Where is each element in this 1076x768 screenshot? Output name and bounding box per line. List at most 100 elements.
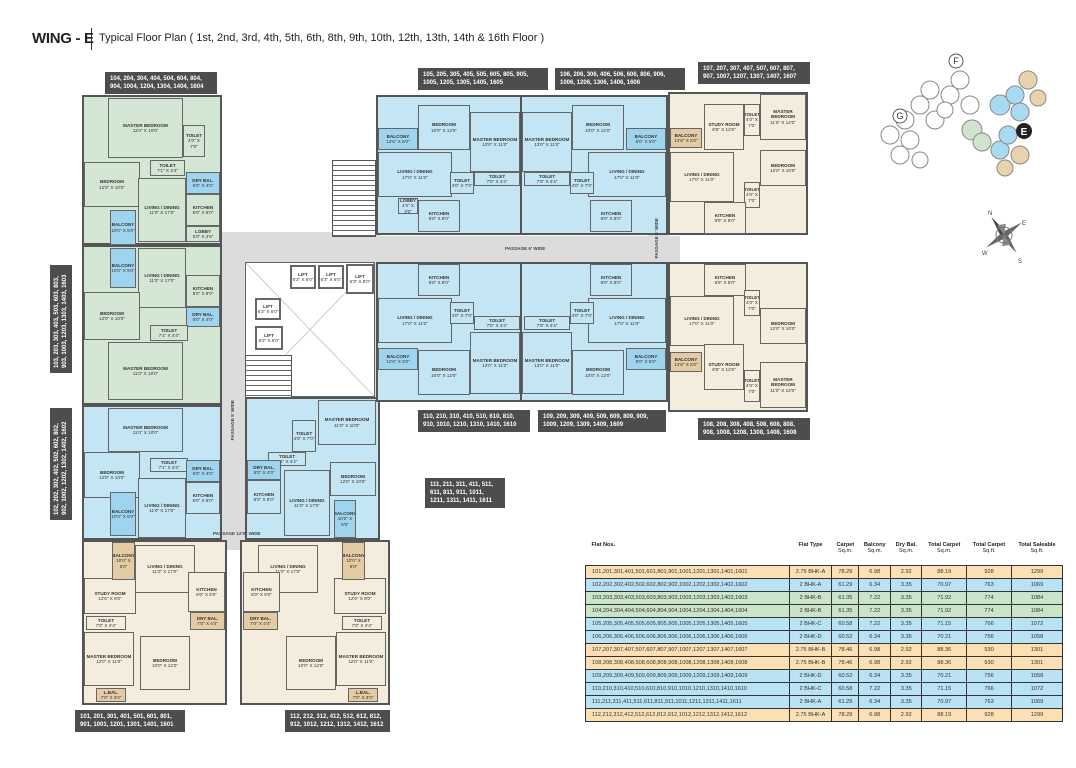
room-name: Toilet	[573, 177, 591, 183]
room-name: Toilet	[97, 617, 115, 623]
room-balcony: Balcony10'0" X 5'0"	[110, 248, 136, 288]
room-bedroom: Bedroom12'0" X 10'0"	[760, 150, 806, 186]
room-size: 8'0" X 8'0"	[192, 210, 214, 215]
room-size: 5'0" X 4'6"	[192, 234, 214, 239]
room-size: 10'0" X 12'0"	[585, 372, 611, 378]
room-dry-bal: Dry Bal.7'0" X 4'4"	[190, 612, 225, 630]
cell-total-sqm: 71.15	[921, 682, 968, 696]
room-balcony: Balcony12'6" X 5'0"	[378, 348, 418, 370]
flat-label-102: 102, 202, 302, 402, 502, 602, 802, 902, …	[50, 408, 72, 520]
room-master-bedroom: Master Bedroom11'0" X 10'0"	[318, 400, 376, 445]
room-name: Toilet	[160, 327, 178, 333]
room-master-bedroom: Master Bedroom11'0" X 12'0"	[760, 362, 806, 408]
room-toilet: Toilet7'0" X 4'4"	[524, 172, 570, 186]
room-name: Balcony	[112, 552, 135, 558]
room-living-dining: Living / Dining11'0" X 17'0"	[284, 470, 330, 536]
room-name: Master Bedroom	[324, 417, 370, 422]
column-header-unit: Sq.ft.	[982, 548, 996, 554]
room-name: Toilet	[573, 307, 591, 313]
room-size: 10'0" X 5'0"	[337, 516, 353, 527]
room-size: 12'0" X 10'0"	[340, 479, 366, 484]
room-name: Master Bedroom	[472, 357, 518, 363]
room-toilet: Toilet4'0" X 7'0"	[744, 370, 760, 402]
room-bedroom: Bedroom10'0" X 12'0"	[572, 350, 624, 395]
passage-f-label: PASSAGE 5' WIDE	[230, 400, 235, 441]
room-name: Balcony	[334, 510, 356, 516]
room-name: Bedroom	[100, 179, 124, 184]
room-size: 12'0" X 10'0"	[99, 184, 125, 190]
flat-label-105: 105, 205, 305, 405, 505, 605, 805, 905, …	[418, 68, 548, 90]
room-name: Toilet	[160, 459, 178, 465]
room-name: Toilet	[488, 173, 506, 179]
cell-flats: 107,207,307,407,507,607,807,907,1007,120…	[585, 643, 790, 657]
column-header-label: Total Saleable	[1018, 542, 1056, 548]
lift: Lift6'3" X 8'0"	[346, 264, 374, 294]
staircase-top	[332, 160, 376, 237]
room-name: Lobby	[194, 228, 212, 234]
wing-title: WING - E	[32, 30, 94, 47]
room-name: Bedroom	[432, 367, 456, 372]
room-toilet: Toilet7'1" X 4'4"	[150, 160, 185, 176]
room-master-bedroom: Master Bedroom13'0" X 11'0"	[470, 332, 520, 394]
cell-carpet: 60.58	[831, 617, 860, 631]
room-name: Dry Bal.	[192, 177, 214, 183]
cell-balcony: 6.34	[858, 669, 892, 683]
room-name: Master Bedroom	[123, 424, 168, 430]
room-name: Bedroom	[586, 367, 610, 372]
cell-flats: 102,202,302,402,502,602,802,902,1002,120…	[585, 578, 790, 592]
room-name: Toilet	[538, 317, 556, 323]
lift-size: 6'3" X 6'0"	[292, 277, 314, 282]
passage-e-label: PASSAGE 6' WIDE	[505, 246, 546, 251]
room-size: 8'0" X 5'0"	[635, 139, 657, 144]
room-size: 12'0" X 10'0"	[99, 316, 125, 321]
cell-total-sqft: 756	[966, 630, 1012, 644]
cell-total-sqm: 70.21	[921, 630, 968, 644]
room-size: 10'0" X 12'0"	[431, 127, 457, 133]
room-size: 12'6" X 5'0"	[386, 359, 410, 364]
room-name: Study Room	[94, 590, 126, 596]
room-toilet: Toilet4'0" X 7'0"	[744, 104, 760, 136]
passage-bottom-label: PASSAGE 12'0" WIDE	[213, 531, 261, 536]
cell-saleable: 1084	[1010, 604, 1064, 618]
room-size: 8'0" X 8'0"	[196, 592, 217, 597]
room-master-bedroom: Master Bedroom12'0" X 11'0"	[336, 632, 386, 686]
room-size: 8'0" X 8'0"	[251, 592, 272, 597]
room-name: Living / Dining	[144, 272, 180, 278]
room-name: Toilet	[744, 377, 760, 383]
room-name: Balcony	[634, 353, 658, 359]
room-balcony: Balcony8'0" X 5'0"	[626, 348, 666, 370]
room-balcony: Balcony10'0" X 5'0"	[112, 542, 135, 580]
flat-label-108: 108, 208, 308, 408, 508, 608, 808, 908, …	[698, 418, 810, 440]
room-name: Kitchen	[192, 285, 214, 291]
flat-label-112: 112, 212, 312, 412, 512, 612, 812, 912, …	[285, 710, 390, 732]
flat-label-106: 106, 206, 306, 406, 506, 606, 806, 906, …	[555, 68, 685, 90]
room-kitchen: Kitchen8'0" X 8'0"	[186, 275, 220, 307]
room-toilet: Toilet4'0" X 7'0"	[450, 172, 474, 194]
cell-dry-bal: 3.35	[890, 630, 923, 644]
cell-flats: 111,211,311,411,511,611,811,911,1011,121…	[585, 695, 790, 709]
table-row: 108,208,308,408,508,608,808,908,1008,120…	[585, 656, 1064, 670]
cell-balcony: 6.34	[858, 630, 892, 644]
room-master-bedroom: Master Bedroom11'0" X 10'0"	[108, 408, 183, 452]
column-header-unit: Sq.ft.	[1030, 548, 1044, 554]
cell-saleable: 1072	[1010, 617, 1064, 631]
column-header-unit: Sq.m.	[867, 548, 883, 554]
room-living-dining: Living / Dining17'0" X 11'0"	[588, 152, 666, 197]
room-living-dining: Living / Dining11'0" X 17'0"	[138, 178, 186, 242]
room-size: 7'0" X 3'0"	[352, 695, 374, 700]
cell-total-sqft: 930	[966, 643, 1012, 657]
room-balcony: Balcony10'0" X 5'0"	[334, 500, 356, 538]
room-dry-bal: Dry Bal.6'0" X 4'0"	[186, 307, 220, 327]
table-row: 101,201,301,401,501,601,801,901,1001,120…	[585, 565, 1064, 579]
room-name: Bedroom	[100, 310, 124, 316]
lift-size: 6'3" X 8'0"	[349, 279, 371, 284]
room-size: 12'6" X 5'0"	[386, 139, 410, 144]
room-name: Bedroom	[586, 122, 610, 127]
room-name: Kitchen	[714, 212, 736, 218]
room-size: 17'0" X 11'0"	[402, 174, 428, 180]
key-plan-unit	[990, 140, 1010, 160]
room-size: 11'0" X 10'0"	[132, 128, 159, 133]
key-plan-unit	[996, 159, 1014, 177]
cell-total-sqm: 70.97	[921, 695, 968, 709]
